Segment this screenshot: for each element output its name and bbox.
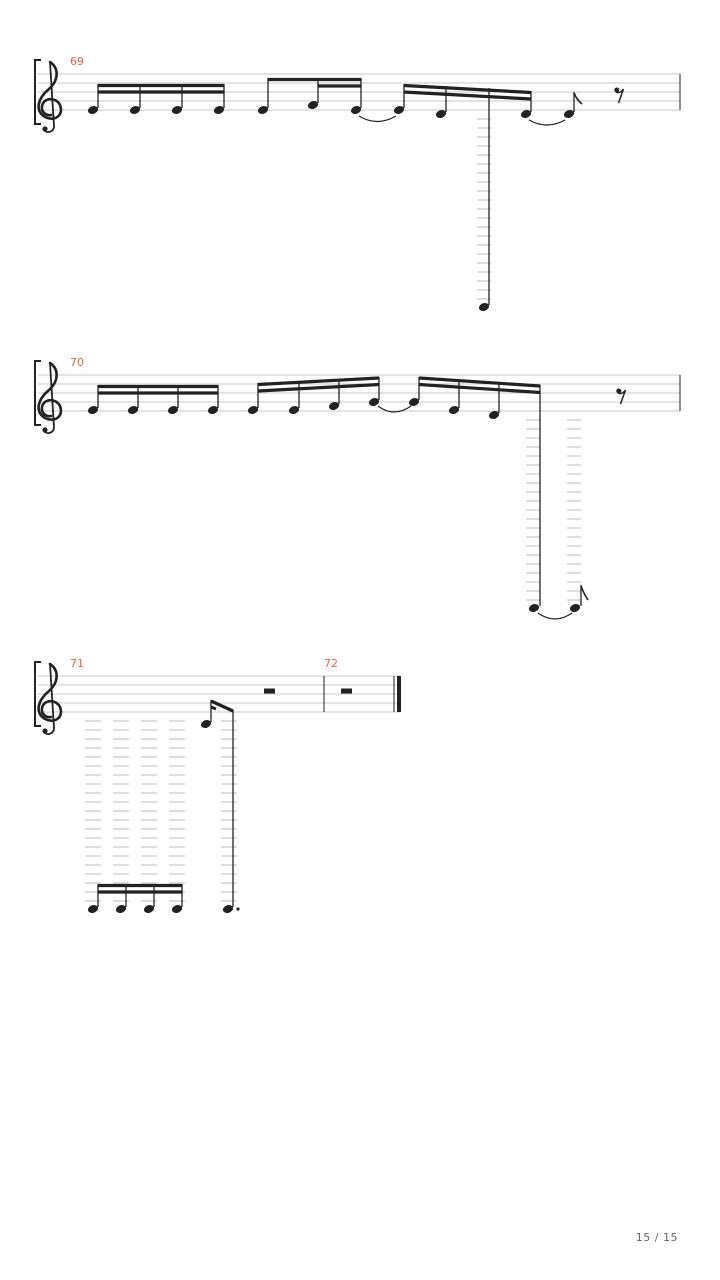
note-head — [448, 406, 460, 414]
note-head — [171, 106, 183, 114]
page-number: 15 / 15 — [635, 1231, 678, 1244]
note-head — [213, 106, 225, 114]
note-head — [408, 398, 420, 406]
ties — [358, 115, 566, 126]
augmentation-dot — [236, 907, 240, 911]
measure-number: 72 — [324, 657, 338, 670]
notes — [87, 398, 581, 612]
half-rest-icon — [264, 688, 275, 694]
treble-clef-icon — [37, 662, 63, 736]
note-head — [257, 106, 269, 114]
note-head — [167, 406, 179, 414]
note-head — [171, 905, 183, 913]
system-bracket-icon — [34, 661, 41, 727]
system-bracket-icon — [34, 59, 41, 125]
measure-number: 69 — [70, 55, 84, 68]
note-head — [520, 110, 532, 118]
note-head — [115, 905, 127, 913]
notes — [87, 101, 575, 311]
note-head — [569, 604, 581, 612]
note-head — [307, 101, 319, 109]
final-barline-thick — [397, 676, 401, 712]
note-head — [350, 106, 362, 114]
stems — [97, 377, 582, 606]
note-head — [328, 402, 340, 410]
stems — [97, 700, 234, 907]
half-rest-icon — [341, 688, 352, 694]
staff-lines — [38, 675, 400, 713]
treble-clef-icon — [37, 361, 63, 435]
note-head — [368, 398, 380, 406]
sixteenth-partial-beam — [210, 705, 217, 711]
measure-number: 71 — [70, 657, 84, 670]
note-head — [247, 406, 259, 414]
note-head — [87, 406, 99, 414]
eighth-flag — [580, 585, 589, 601]
note-head — [143, 905, 155, 913]
note-head — [435, 110, 447, 118]
eighth-flag — [573, 92, 583, 105]
note-head — [200, 720, 212, 728]
note-head — [129, 106, 141, 114]
measure-number: 70 — [70, 356, 84, 369]
treble-clef-icon — [37, 60, 63, 134]
note-head — [288, 406, 300, 414]
system-2: 70 — [34, 356, 681, 620]
stems — [97, 78, 575, 305]
beams — [98, 699, 234, 894]
note-head — [488, 411, 500, 419]
note-head — [528, 604, 540, 612]
system-3: 71 72 — [34, 657, 401, 913]
note-head — [393, 106, 405, 114]
beams — [98, 77, 532, 101]
ties — [377, 405, 573, 620]
note-head — [222, 905, 234, 913]
beams — [98, 376, 541, 395]
ledger-lines — [526, 419, 581, 601]
system-1: 69 — [34, 55, 681, 311]
note-head — [207, 406, 219, 414]
ledger-lines — [85, 720, 237, 902]
note-head — [87, 905, 99, 913]
note-head — [563, 110, 575, 118]
system-bracket-icon — [34, 360, 41, 426]
notes — [87, 720, 240, 913]
note-head — [478, 303, 490, 311]
note-head — [127, 406, 139, 414]
note-head — [87, 106, 99, 114]
